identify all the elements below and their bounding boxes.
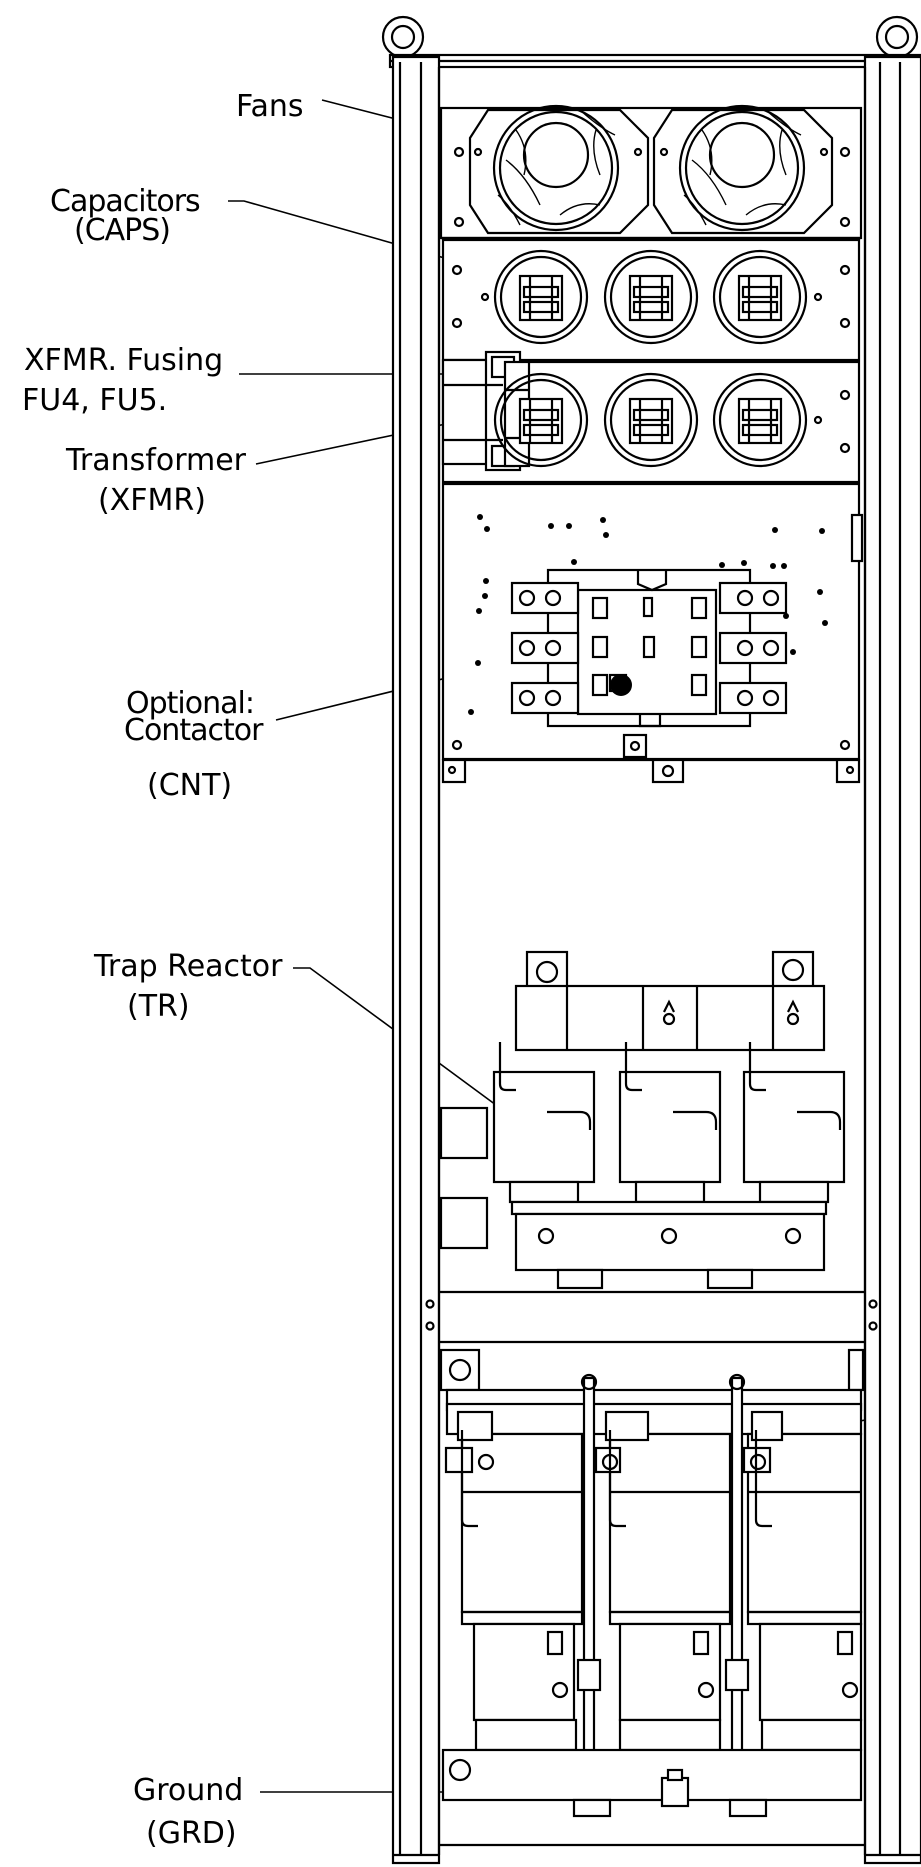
- fan-section: [439, 104, 863, 240]
- label-xfmr-fusing: XFMR. Fusing: [24, 343, 223, 378]
- right-post: [863, 55, 921, 1865]
- fan-left: [468, 104, 650, 235]
- lifting-eye-left: [381, 15, 425, 59]
- label-transformer-code: (XFMR): [98, 483, 206, 518]
- reactor-coil-lower: [746, 1432, 863, 1752]
- label-xfmr-fusing-codes: FU4, FU5.: [22, 383, 167, 418]
- label-ground: Ground: [133, 1773, 243, 1808]
- label-ground-code: (GRD): [146, 1816, 237, 1851]
- label-trap-reactor: Trap Reactor: [93, 949, 283, 984]
- label-capacitors-code: (CAPS): [74, 213, 170, 248]
- lower-reactor: [439, 1348, 865, 1818]
- capacitor-row-lower: [493, 372, 808, 468]
- label-contactor-optional: Optional:: [126, 686, 254, 721]
- capacitor: [712, 372, 808, 468]
- contactor: [510, 568, 788, 728]
- label-trap-reactor-code: (TR): [127, 989, 190, 1024]
- trap-reactor: [439, 950, 846, 1290]
- reactor-coil-lower: [608, 1432, 732, 1752]
- lifting-eye-right: [875, 15, 919, 59]
- cabinet-frame: [381, 15, 921, 1865]
- label-capacitors: Capacitors: [50, 184, 200, 219]
- reactor-coil: [742, 1042, 846, 1204]
- reactor-coil: [618, 1042, 722, 1204]
- reactor-coil-lower: [460, 1432, 584, 1752]
- capacitor-row-upper: [493, 249, 808, 345]
- capacitor: [712, 249, 808, 345]
- ground-lug: [660, 1768, 690, 1808]
- label-contactor-code: (CNT): [147, 768, 232, 803]
- capacitor: [493, 249, 589, 345]
- capacitor: [603, 249, 699, 345]
- label-contactor: Contactor: [124, 713, 264, 748]
- label-fans: Fans: [236, 89, 304, 124]
- capacitor: [603, 372, 699, 468]
- fan-right: [652, 104, 834, 235]
- capacitor: [493, 372, 589, 468]
- reactor-coil: [492, 1042, 596, 1204]
- label-transformer: Transformer: [65, 443, 247, 478]
- separator-band: [425, 1290, 878, 1344]
- mounting-holes: [468, 514, 828, 715]
- contactor-panel: [441, 482, 864, 784]
